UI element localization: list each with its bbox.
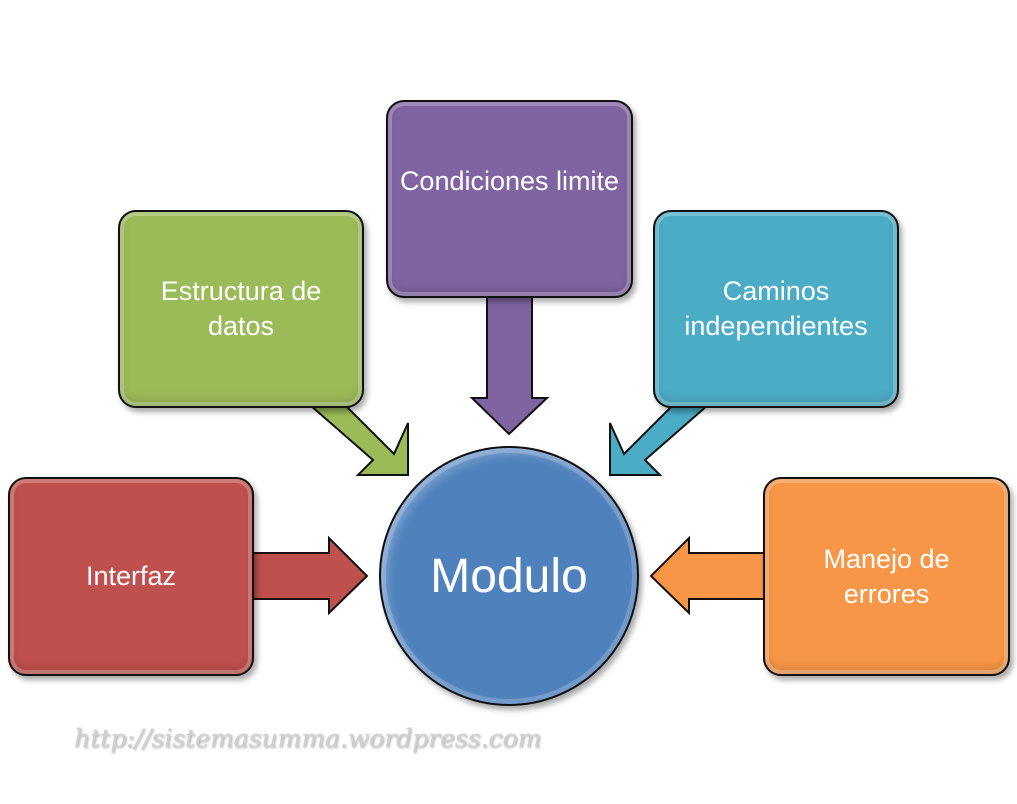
node-manejo-de-errores: Manejo de errores [763,477,1010,676]
node-caminos-independientes: Caminos independientes [653,210,899,408]
watermark: http://sistemasumma.wordpress.com [74,724,542,753]
node-label: Interfaz [85,561,177,591]
arrow-condiciones [469,294,550,436]
center-label: Modulo [430,549,588,603]
node-estructura-de-datos: Estructura de datos [118,210,364,408]
node-label: Manejo de errores [823,543,950,609]
node-condiciones-limite: Condiciones limite [386,100,633,298]
node-interfaz: Interfaz [8,477,254,676]
arrow-caminos [609,404,711,476]
arrow-interfaz [249,535,369,616]
node-label: Caminos independientes [684,276,868,341]
node-label: Condiciones limite [399,166,620,196]
arrow-estructura [307,404,409,476]
node-label: Estructura de datos [160,276,322,341]
center-node-modulo: Modulo [379,446,639,706]
arrow-manejo [649,535,769,616]
